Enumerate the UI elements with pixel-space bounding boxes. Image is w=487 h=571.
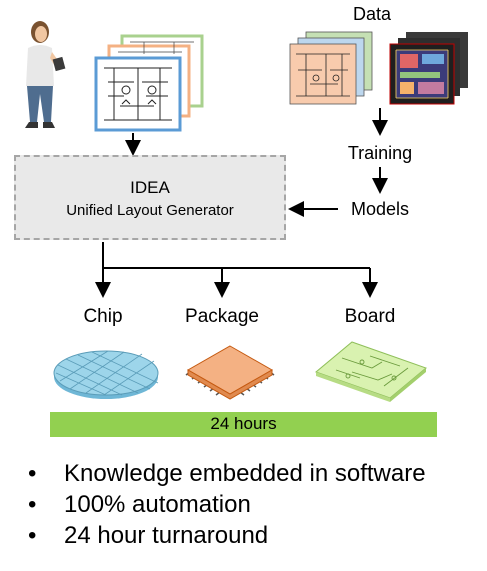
board-label: Board — [344, 306, 396, 327]
training-data-stack — [289, 31, 468, 105]
data-label: Data — [352, 4, 392, 24]
bullet-item: •100% automation — [28, 491, 251, 518]
models-label: Models — [350, 199, 410, 219]
timeline-bar — [50, 412, 437, 437]
layout-generator-box — [14, 155, 286, 240]
generator-title: IDEA — [130, 178, 170, 197]
training-label: Training — [347, 143, 413, 163]
person-with-tablet-icon — [25, 21, 66, 128]
schematic-stack — [94, 34, 204, 132]
generator-subtitle: Unified Layout Generator — [66, 202, 234, 219]
bullet-item: •24 hour turnaround — [28, 522, 269, 549]
circuit-board-icon — [315, 341, 427, 402]
bullet-dot: • — [28, 491, 37, 518]
bullet-item: •Knowledge embedded in software — [28, 460, 426, 487]
chip-label: Chip — [83, 306, 123, 327]
wafer-icon — [53, 350, 159, 399]
chip-package-icon — [185, 345, 275, 400]
bullet-dot: • — [28, 522, 37, 549]
bullet-list: •Knowledge embedded in software •100% au… — [28, 458, 426, 551]
timeline-label: 24 hours — [210, 414, 277, 433]
package-label: Package — [185, 306, 259, 327]
bullet-dot: • — [28, 460, 37, 487]
